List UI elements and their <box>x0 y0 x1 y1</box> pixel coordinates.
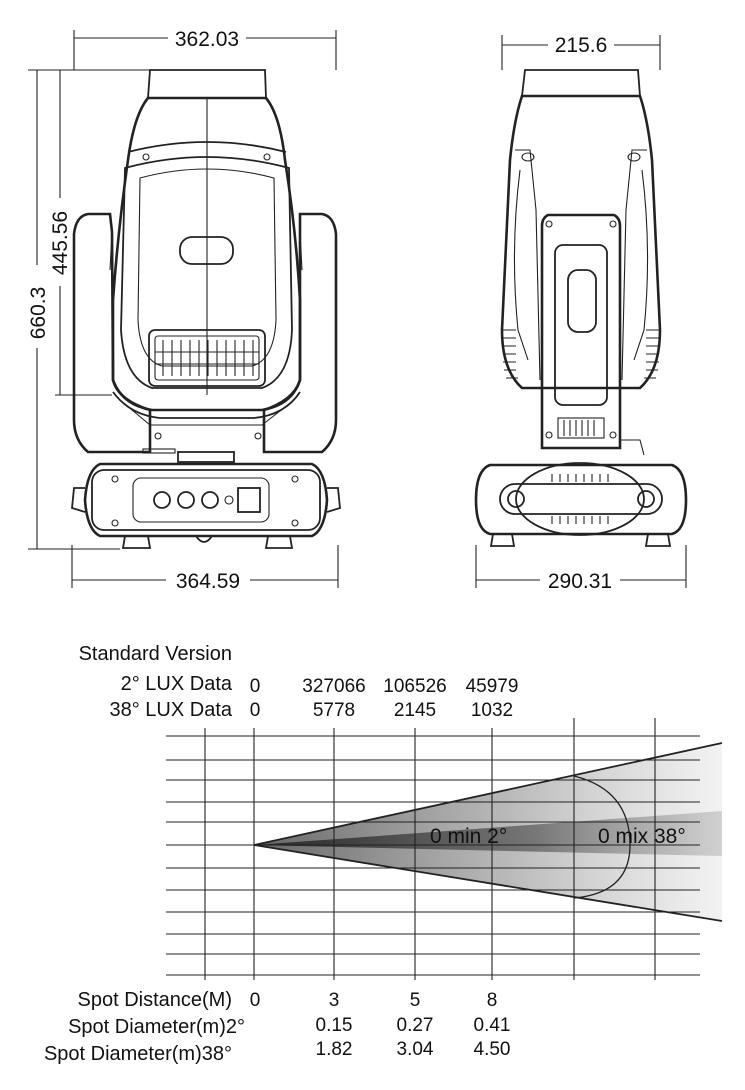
front-view-drawing: 362.03 660.3 445.56 364.59 <box>27 28 341 593</box>
lux-2deg-value: 45979 <box>466 676 519 697</box>
spot-distance-table: Spot Distance(M) Spot Diameter(m)2° Spot… <box>44 989 511 1065</box>
lux-38deg-value: 0 <box>250 700 261 721</box>
front-total-height-value: 660.3 <box>27 287 50 340</box>
spot-distance-value: 0 <box>250 990 261 1011</box>
beam-inner-label: 0 min 2° <box>430 825 507 848</box>
front-body-height-value: 445.56 <box>49 211 72 275</box>
spot-diameter-38deg-value: 1.82 <box>316 1039 353 1060</box>
spot-diameter-2deg-value: 0.15 <box>316 1015 353 1036</box>
lux-2deg-value: 106526 <box>383 676 446 697</box>
beam-grid-horizontal <box>166 735 700 976</box>
lux-38deg-value: 2145 <box>394 700 436 721</box>
side-top-width-dimension: 215.6 <box>501 34 661 70</box>
side-view-drawing: 215.6 290.31 <box>474 34 688 593</box>
version-label: Standard Version <box>79 643 232 665</box>
side-width-bottom-value: 290.31 <box>548 570 612 593</box>
lux-38deg-value: 1032 <box>471 700 513 721</box>
spot-diameter-2deg-value: 0.41 <box>474 1015 511 1036</box>
side-bottom-width-dimension: 290.31 <box>475 545 687 593</box>
spot-diameter-38deg-label: Spot Diameter(m)38° <box>44 1043 232 1065</box>
spot-distance-label: Spot Distance(M) <box>78 989 233 1011</box>
spot-distance-value: 3 <box>329 990 340 1011</box>
front-body-height-dimension: 445.56 <box>49 70 112 396</box>
side-width-top-value: 215.6 <box>555 34 608 57</box>
spot-diameter-38deg-value: 4.50 <box>474 1039 511 1060</box>
spot-distance-value: 5 <box>410 990 421 1011</box>
spot-diameter-38deg-value: 3.04 <box>397 1039 434 1060</box>
spot-diameter-2deg-label: Spot Diameter(m)2° <box>68 1016 245 1038</box>
front-width-top-value: 362.03 <box>175 28 239 51</box>
front-width-bottom-value: 364.59 <box>176 570 240 593</box>
lux-38deg-value: 5778 <box>313 700 355 721</box>
beam-diagram: 0 min 2° 0 mix 38° <box>166 718 723 980</box>
lux-2deg-value: 327066 <box>302 676 365 697</box>
beam-grid-vertical <box>204 718 656 980</box>
front-total-height-dimension: 660.3 <box>27 69 150 550</box>
lux-38deg-label: 38° LUX Data <box>109 699 232 721</box>
front-top-width-dimension: 362.03 <box>73 28 337 70</box>
front-bottom-width-dimension: 364.59 <box>71 545 339 593</box>
spot-diameter-2deg-value: 0.27 <box>397 1015 434 1036</box>
beam-outer-label: 0 mix 38° <box>598 825 686 848</box>
lux-2deg-value: 0 <box>250 676 261 697</box>
lux-2deg-label: 2° LUX Data <box>121 673 233 695</box>
lux-data-table: Standard Version 2° LUX Data 38° LUX Dat… <box>79 643 519 721</box>
spot-distance-value: 8 <box>487 990 498 1011</box>
